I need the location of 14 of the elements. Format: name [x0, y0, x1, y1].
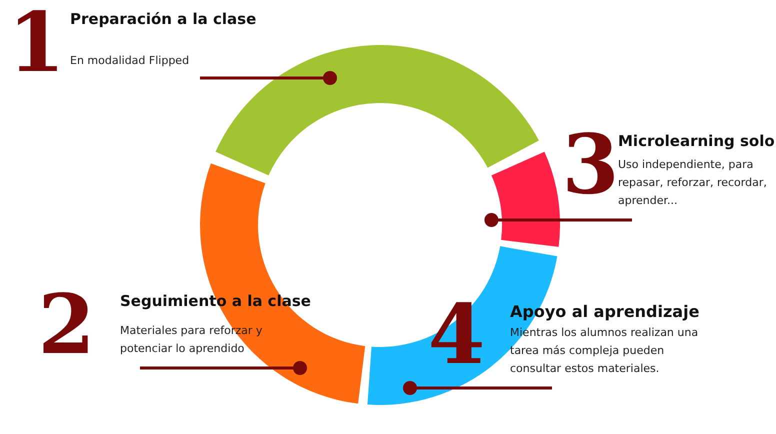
- donut-segment: [491, 152, 560, 247]
- donut-segment: [216, 45, 539, 176]
- step-number: 4: [428, 300, 486, 370]
- leader-line: [140, 361, 307, 375]
- step-title: Preparación a la clase: [70, 10, 256, 28]
- step-description: En modalidad Flipped: [70, 53, 190, 69]
- leader-line: [484, 213, 632, 227]
- step-description: Uso independiente, para repasar, reforzar, recordar, aprender...: [618, 157, 768, 209]
- step-number: 3: [562, 130, 620, 200]
- step-number: 2: [38, 290, 96, 360]
- leader-line: [200, 71, 337, 85]
- step-title: Microlearning solo: [618, 132, 775, 150]
- step-number: 1: [8, 8, 66, 78]
- leader-line: [403, 381, 552, 395]
